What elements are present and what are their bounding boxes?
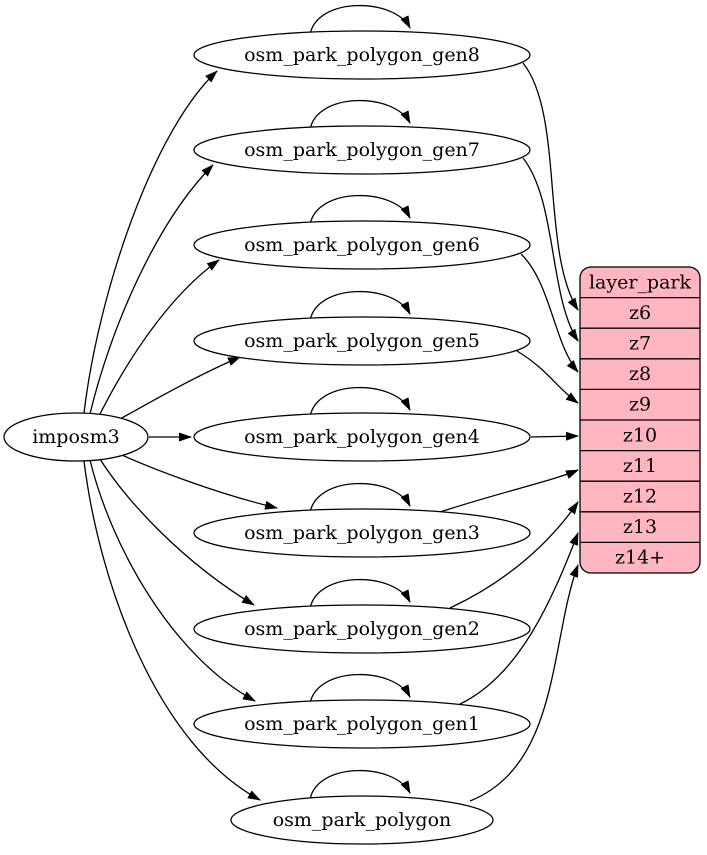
table-row-z11-label: z11	[623, 455, 657, 477]
self-loop-osm_park_polygon_gen6	[309, 194, 411, 226]
edge-imposm3-to-osm_park_polygon_gen3	[112, 450, 278, 510]
edge-osm_park_polygon_gen1-to-z13	[459, 532, 579, 705]
edge-osm_park_polygon-to-z14+	[469, 564, 579, 802]
edge-osm_park_polygon_gen4-to-z10	[530, 431, 579, 441]
table-row-z9-label: z9	[629, 394, 651, 416]
node-osm_park_polygon_gen5: osm_park_polygon_gen5	[193, 316, 531, 366]
node-osm_park_polygon_gen2: osm_park_polygon_gen2	[193, 604, 531, 654]
node-osm_park_polygon_gen3-label: osm_park_polygon_gen3	[244, 522, 480, 544]
node-osm_park_polygon_gen3: osm_park_polygon_gen3	[193, 508, 531, 558]
table-row-z6-label: z6	[629, 302, 651, 324]
node-osm_park_polygon_gen4: osm_park_polygon_gen4	[193, 412, 531, 462]
edge-imposm3-to-osm_park_polygon_gen1	[89, 459, 256, 702]
node-osm_park_polygon_gen4-shape	[193, 412, 531, 462]
table-row-z13-label: z13	[623, 516, 657, 538]
node-osm_park_polygon_gen7: osm_park_polygon_gen7	[193, 125, 531, 175]
node-imposm3: imposm3	[3, 412, 149, 462]
edge-imposm3-to-osm_park_polygon_gen2	[97, 455, 255, 606]
node-osm_park_polygon_gen1-label: osm_park_polygon_gen1	[244, 713, 480, 735]
node-osm_park_polygon_gen7-shape	[193, 125, 531, 175]
node-osm_park_polygon_gen1-shape	[193, 699, 531, 749]
node-osm_park_polygon-shape	[230, 795, 494, 845]
table-row-z12-label: z12	[623, 486, 657, 508]
edge-imposm3-to-osm_park_polygon_gen7	[89, 164, 214, 415]
node-osm_park_polygon-label: osm_park_polygon	[273, 809, 452, 831]
edges-layer	[83, 4, 579, 802]
node-osm_park_polygon_gen3-shape	[193, 508, 531, 558]
edge-osm_park_polygon_gen2-to-z12	[449, 501, 579, 609]
node-osm_park_polygon_gen4-label: osm_park_polygon_gen4	[244, 426, 480, 448]
table-row-z8-label: z8	[629, 363, 651, 385]
table-header-layer_park: layer_park	[589, 271, 692, 293]
table-row-z7-label: z7	[629, 333, 651, 355]
node-osm_park_polygon_gen2-shape	[193, 604, 531, 654]
node-osm_park_polygon: osm_park_polygon	[230, 795, 494, 845]
table-row-z10-label: z10	[623, 424, 657, 446]
layer-table: layer_park z6 z7 z8 z9 z10 z11 z12 z13 z14+	[579, 266, 701, 574]
node-osm_park_polygon_gen6-label: osm_park_polygon_gen6	[244, 234, 480, 256]
edge-imposm3-to-osm_park_polygon_gen6	[97, 259, 220, 419]
table-row-z14+-label: z14+	[615, 547, 665, 569]
edge-osm_park_polygon_gen8-to-z6	[522, 62, 579, 311]
self-loop-osm_park_polygon_gen3	[309, 482, 411, 514]
self-loop-osm_park_polygon_gen5	[309, 290, 411, 322]
edge-osm_park_polygon_gen5-to-z9	[516, 350, 579, 404]
node-osm_park_polygon_gen2-label: osm_park_polygon_gen2	[244, 618, 480, 640]
node-osm_park_polygon_gen8-shape	[193, 30, 531, 80]
edge-osm_park_polygon_gen3-to-z11	[439, 469, 579, 513]
self-loop-osm_park_polygon_gen7	[309, 99, 411, 131]
edge-imposm3-to-osm_park_polygon_gen8	[83, 70, 218, 414]
node-osm_park_polygon_gen6-shape	[193, 220, 531, 270]
node-osm_park_polygon_gen7-label: osm_park_polygon_gen7	[244, 139, 480, 161]
node-imposm3-label: imposm3	[32, 426, 120, 448]
self-loop-osm_park_polygon_gen1	[309, 673, 411, 705]
edge-imposm3-to-osm_park_polygon	[83, 460, 261, 801]
self-loop-osm_park_polygon	[309, 769, 411, 801]
node-imposm3-shape	[3, 412, 149, 462]
self-loop-osm_park_polygon_gen4	[309, 386, 411, 418]
edge-imposm3-to-osm_park_polygon_gen5	[112, 356, 241, 424]
edge-osm_park_polygon_gen6-to-z8	[520, 253, 579, 373]
node-osm_park_polygon_gen8-label: osm_park_polygon_gen8	[244, 44, 480, 66]
self-loop-osm_park_polygon_gen2	[309, 578, 411, 610]
node-osm_park_polygon_gen6: osm_park_polygon_gen6	[193, 220, 531, 270]
edge-osm_park_polygon_gen7-to-z7	[522, 157, 579, 342]
nodes-layer: imposm3 osm_park_polygon_gen8 osm_park_pol…	[3, 30, 531, 845]
node-osm_park_polygon_gen1: osm_park_polygon_gen1	[193, 699, 531, 749]
self-loop-osm_park_polygon_gen8	[309, 4, 411, 36]
node-osm_park_polygon_gen8: osm_park_polygon_gen8	[193, 30, 531, 80]
node-osm_park_polygon_gen5-label: osm_park_polygon_gen5	[244, 330, 480, 352]
node-osm_park_polygon_gen5-shape	[193, 316, 531, 366]
